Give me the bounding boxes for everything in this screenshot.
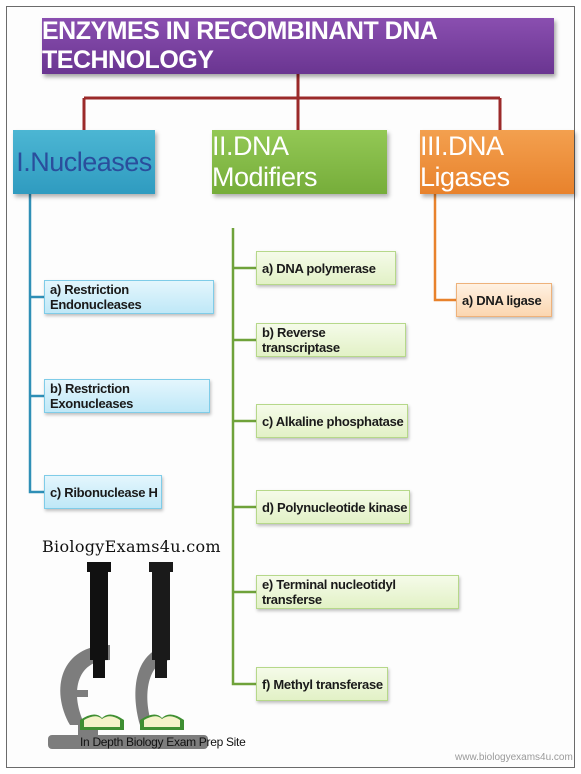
- ligase-item: a) DNA ligase: [456, 283, 552, 317]
- microscope-logo: [48, 562, 208, 749]
- modifier-item: b) Reverse transcriptase: [256, 323, 406, 357]
- modifier-item: a) DNA polymerase: [256, 251, 396, 285]
- category-dna-ligases: III.DNA Ligases: [420, 130, 574, 194]
- diagram-title: ENZYMES IN RECOMBINANT DNA TECHNOLOGY: [42, 17, 554, 74]
- category-nucleases: I.Nucleases: [13, 130, 155, 194]
- nucleases-spine-line: [28, 194, 44, 494]
- ligases-spine-line: [433, 194, 456, 302]
- category-dna-modifiers: II.DNA Modifiers: [212, 130, 387, 194]
- nuclease-item: c) Ribonuclease H: [44, 475, 162, 509]
- modifiers-spine-line: [231, 228, 256, 686]
- watermark-url: www.biologyexams4u.com: [455, 752, 573, 763]
- modifier-item: e) Terminal nucleotidyl transferse: [256, 575, 459, 609]
- nuclease-item: b) Restriction Exonucleases: [44, 379, 210, 413]
- modifier-item: c) Alkaline phosphatase: [256, 404, 408, 438]
- site-tagline: In Depth Biology Exam Prep Site: [80, 735, 246, 749]
- nuclease-item: a) Restriction Endonucleases: [44, 280, 214, 314]
- site-logo-text: BiologyExams4u.com: [42, 537, 221, 556]
- modifier-item: d) Polynucleotide kinase: [256, 490, 410, 524]
- modifier-item: f) Methyl transferase: [256, 667, 388, 701]
